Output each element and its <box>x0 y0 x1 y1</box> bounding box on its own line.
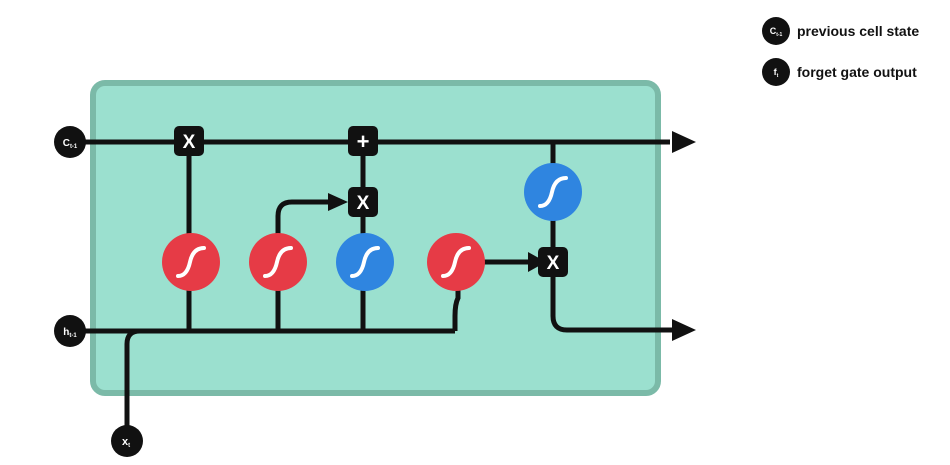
svg-text:Ct-1: Ct-1 <box>63 138 78 150</box>
forget-gate-sigmoid <box>162 233 220 291</box>
h-prev-sub: t-1 <box>69 333 77 339</box>
output-gate-sigmoid <box>427 233 485 291</box>
hidden-output-arrow <box>672 319 696 341</box>
sigmoid-curve-icon <box>176 246 206 278</box>
xt-sub: t <box>128 443 130 449</box>
c-prev-main: C <box>63 138 70 149</box>
input-gate-arrow <box>328 193 348 211</box>
h-prev-main: h <box>63 327 69 338</box>
h-prev-node: ht-1 <box>54 315 86 347</box>
xt-main: x <box>122 436 129 448</box>
output-multiply-op: X <box>538 247 568 277</box>
sigmoid-curve-icon <box>441 246 471 278</box>
sigmoid-curve-icon <box>350 246 380 278</box>
c-prev-node: Ct-1 <box>54 126 86 158</box>
input-gate-sigmoid <box>249 233 307 291</box>
cell-state-output-arrow <box>672 131 696 153</box>
legend-symbol-sub: t <box>777 73 779 79</box>
legend: Ct-1 previous cell state ft forget gate … <box>762 17 919 86</box>
c-prev-sub: t-1 <box>70 144 78 150</box>
input-gate-wire <box>275 199 330 331</box>
svg-text:Ct-1: Ct-1 <box>770 26 783 38</box>
sigmoid-curve-icon <box>263 246 293 278</box>
forget-multiply-op: X <box>174 126 204 156</box>
legend-symbol-main: f <box>774 67 778 77</box>
svg-text:ht-1: ht-1 <box>63 327 77 339</box>
input-multiply-op: X <box>348 187 378 217</box>
hidden-output-wire <box>550 262 672 333</box>
xt-node: xt <box>111 425 143 457</box>
legend-symbol-sub: t-1 <box>776 32 782 38</box>
legend-item-previous-cell-state: Ct-1 previous cell state <box>762 17 919 45</box>
legend-item-forget-gate-output: ft forget gate output <box>762 58 917 86</box>
cell-state-tanh <box>524 163 582 221</box>
output-gate-arrow <box>528 252 546 272</box>
input-multiply-label: X <box>357 193 370 214</box>
cell-add-op: + <box>348 126 378 156</box>
sigmoid-curve-icon <box>538 176 568 208</box>
legend-label: previous cell state <box>797 23 919 39</box>
candidate-tanh <box>336 233 394 291</box>
svg-text:xt: xt <box>122 436 130 449</box>
xt-input-wire <box>124 328 141 430</box>
forget-multiply-label: X <box>183 132 196 153</box>
legend-symbol-main: C <box>770 26 777 36</box>
output-multiply-label: X <box>547 253 560 274</box>
svg-text:ft: ft <box>774 67 779 79</box>
cell-add-label: + <box>357 129 370 154</box>
output-gate-wire <box>452 262 461 331</box>
legend-label: forget gate output <box>797 64 917 80</box>
